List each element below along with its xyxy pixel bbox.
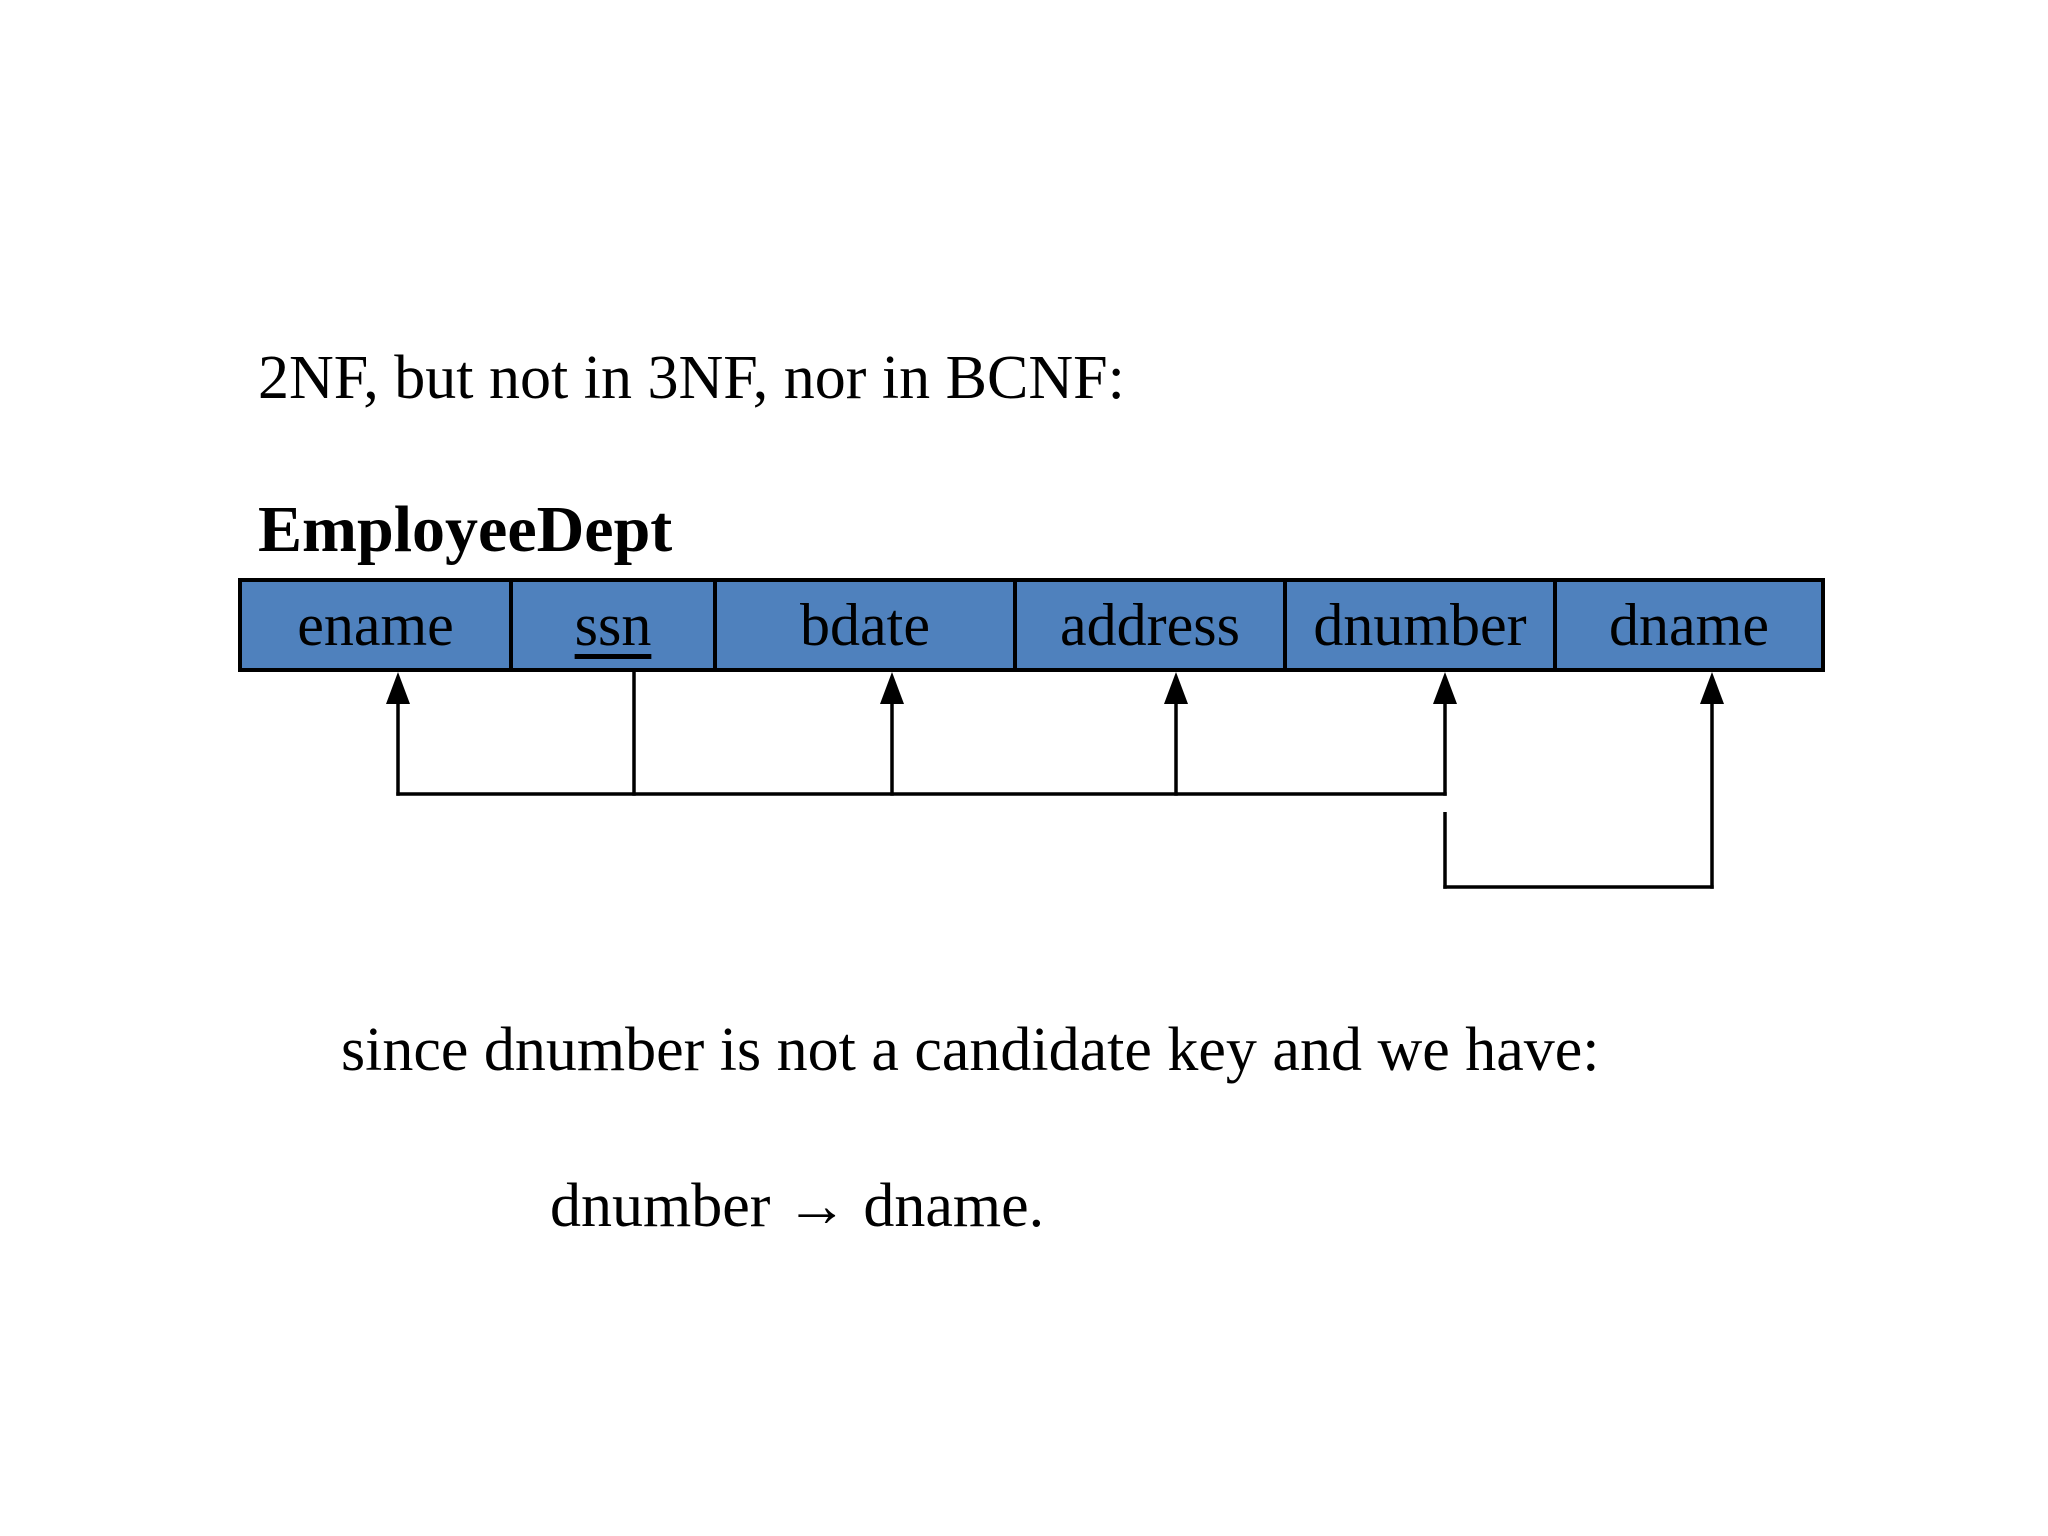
fd-dnumber-dependency — [1443, 672, 1724, 889]
relation-table: ename ssn bdate address dnumber dname — [238, 578, 1825, 672]
note-text: since dnumber is not a candidate key and… — [341, 1016, 1600, 1084]
arrowhead-address — [1164, 672, 1188, 704]
column-header-dnumber: dnumber — [1283, 582, 1553, 668]
column-label-address: address — [1060, 592, 1240, 658]
arrowhead-dnumber — [1433, 672, 1457, 704]
column-label-ssn-primary-key: ssn — [574, 592, 652, 658]
column-header-ename: ename — [242, 582, 509, 668]
column-header-dname: dname — [1553, 582, 1821, 668]
fd-ssn-dependencies — [386, 668, 1457, 796]
relation-name: EmployeeDept — [258, 493, 673, 566]
arrowhead-ename — [386, 672, 410, 704]
arrowhead-bdate — [880, 672, 904, 704]
column-header-bdate: bdate — [713, 582, 1013, 668]
column-label-dnumber: dnumber — [1313, 592, 1527, 658]
slide-title: 2NF, but not in 3NF, nor in BCNF: — [258, 344, 1125, 412]
arrowhead-dname — [1700, 672, 1724, 704]
column-label-dname: dname — [1609, 592, 1769, 658]
column-header-address: address — [1013, 582, 1283, 668]
column-label-bdate: bdate — [800, 592, 930, 658]
column-label-ename: ename — [297, 592, 454, 658]
column-header-ssn: ssn — [509, 582, 713, 668]
fd-statement: dnumber → dname. — [550, 1172, 1045, 1240]
